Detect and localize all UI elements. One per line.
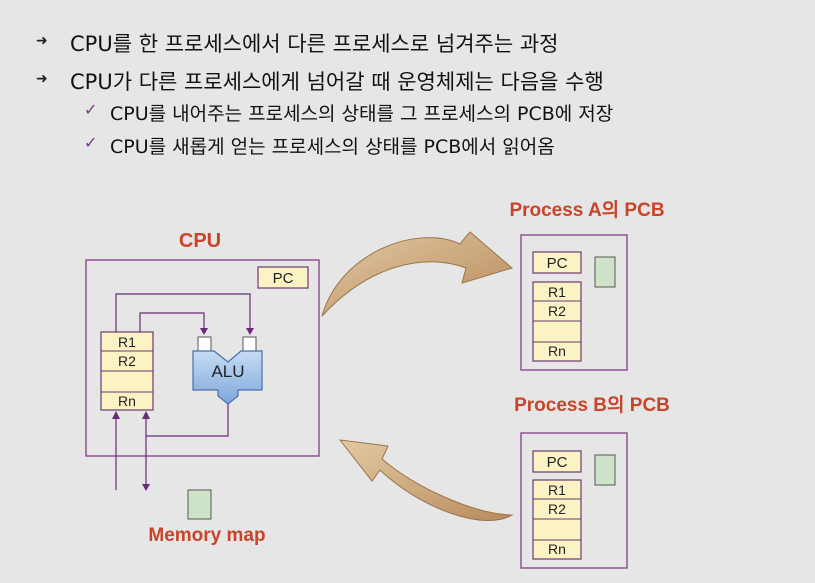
- pcb-b-pc-register: [532, 450, 582, 473]
- alu-label: ALU: [211, 362, 244, 381]
- cpu-datapath-wires: [115, 293, 251, 490]
- sub-bullet-item-2: CPU를 새롭게 얻는 프로세스의 상태를 PCB에서 읽어옴: [110, 136, 555, 158]
- pcb-b-register-r2: R2: [548, 501, 566, 517]
- cpu-pc-register: [257, 266, 309, 289]
- cpu-pc-label: PC: [273, 270, 294, 287]
- pcb-a-memory-block: [594, 256, 616, 288]
- pcb-a-register-r2: R2: [548, 303, 566, 319]
- cpu-register-file: [100, 331, 154, 411]
- pcb-a-register-file: [532, 281, 582, 362]
- checkmark-icon: ✓: [84, 133, 98, 152]
- wire-arrowheads: [112, 328, 254, 491]
- memory-map-label: Memory map: [148, 525, 265, 546]
- pcb-a-register-rn: Rn: [548, 343, 566, 359]
- bullet-item-2: CPU가 다른 프로세스에게 넘어갈 때 운영체제는 다음을 수행: [70, 70, 604, 94]
- cpu-register-rn: Rn: [118, 393, 136, 409]
- pcb-b-register-r1: R1: [548, 482, 566, 498]
- load-from-pcb-b-arrow: [338, 439, 514, 522]
- pcb-a-register-r1: R1: [548, 284, 566, 300]
- pcb-a-pc-register: [532, 251, 582, 274]
- cpu-title: CPU: [179, 230, 221, 252]
- pcb-b-box: [520, 432, 628, 569]
- cpu-register-r2: R2: [118, 353, 136, 369]
- sub-bullet-item-1: CPU를 내어주는 프로세스의 상태를 그 프로세스의 PCB에 저장: [110, 103, 614, 125]
- pcb-b-pc-label: PC: [547, 454, 568, 471]
- pcb-b-register-rn: Rn: [548, 541, 566, 557]
- pcb-a-box: [520, 234, 628, 371]
- checkmark-icon: ✓: [84, 100, 98, 119]
- cpu-box: [85, 259, 320, 457]
- save-to-pcb-a-arrow: [321, 231, 514, 317]
- pcb-b-register-file: [532, 479, 582, 560]
- pcb-b-memory-block: [594, 454, 616, 486]
- pcb-a-pc-label: PC: [547, 255, 568, 272]
- cpu-register-r1: R1: [118, 334, 136, 350]
- bullet-item-1: CPU를 한 프로세스에서 다른 프로세스로 넘겨주는 과정: [70, 32, 559, 56]
- alu-unit: [192, 336, 263, 405]
- bullet-arrow-icon: ➜: [36, 71, 48, 87]
- memory-map-block: [187, 489, 212, 520]
- bullet-arrow-icon: ➜: [36, 33, 48, 49]
- pcb-a-title: Process A의 PCB: [509, 199, 664, 221]
- pcb-b-title: Process B의 PCB: [514, 394, 670, 416]
